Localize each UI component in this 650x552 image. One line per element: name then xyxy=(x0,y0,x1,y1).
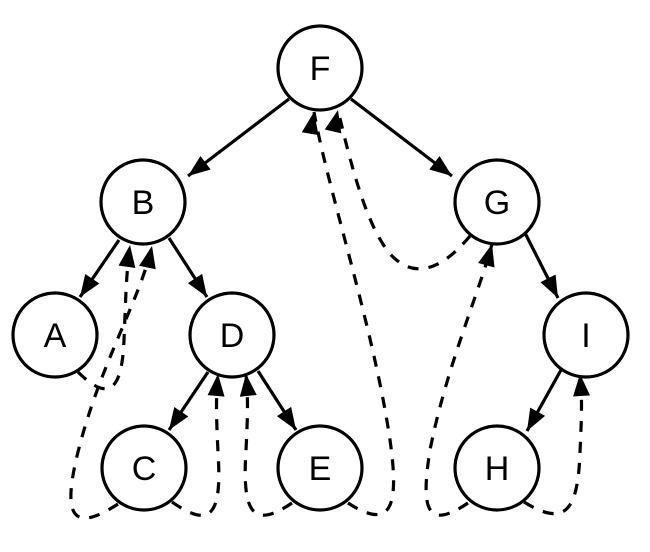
node-label: H xyxy=(485,450,510,488)
edge-f-to-b xyxy=(187,97,290,178)
node-label: I xyxy=(581,317,590,355)
arrowhead-icon xyxy=(301,112,319,136)
graph-node-d[interactable]: D xyxy=(188,291,276,379)
edge-h-to-i xyxy=(523,373,591,516)
edge-g-to-i xyxy=(523,232,560,299)
graph-node-f[interactable]: F xyxy=(276,24,364,112)
arrowhead-icon xyxy=(276,406,296,430)
node-circle[interactable] xyxy=(453,424,541,512)
arrowhead-icon xyxy=(118,245,136,268)
node-label: F xyxy=(310,50,331,88)
node-circle[interactable] xyxy=(99,158,187,246)
node-label: B xyxy=(132,184,155,222)
graph-node-i[interactable]: I xyxy=(542,291,630,379)
edge-e-to-d xyxy=(239,373,293,517)
edge-c-to-d xyxy=(171,373,225,517)
graph-node-b[interactable]: B xyxy=(99,158,187,246)
arrowhead-icon xyxy=(80,274,100,297)
node-circle[interactable] xyxy=(453,158,541,246)
edge-b-to-a xyxy=(78,239,121,298)
arrowhead-icon xyxy=(540,274,558,298)
edge-g-to-f xyxy=(324,109,472,271)
edge-c-to-b xyxy=(69,245,156,520)
node-label: A xyxy=(44,317,67,355)
edges-layer xyxy=(69,97,591,520)
arrowhead-icon xyxy=(188,155,211,176)
arrowhead-icon xyxy=(527,407,546,431)
graph-node-c[interactable]: C xyxy=(100,424,188,512)
graph-node-a[interactable]: A xyxy=(11,291,99,379)
edge-f-to-g xyxy=(350,97,453,178)
node-label: D xyxy=(220,317,245,355)
edge-b-to-d xyxy=(167,237,209,298)
node-circle[interactable] xyxy=(188,291,276,379)
edge-d-to-e xyxy=(256,370,298,431)
arrowhead-icon xyxy=(478,244,495,268)
arrowhead-icon xyxy=(324,110,342,134)
arrowhead-icon xyxy=(239,374,257,397)
nodes-layer: F B G A D I C E H xyxy=(11,24,630,512)
arrowhead-icon xyxy=(169,407,189,430)
node-circle[interactable] xyxy=(100,424,188,512)
arrowhead-icon xyxy=(139,246,156,270)
edge-a-to-b xyxy=(76,244,136,391)
node-label: E xyxy=(309,450,332,488)
node-circle[interactable] xyxy=(11,291,99,379)
arrowhead-icon xyxy=(573,374,591,397)
arrowhead-icon xyxy=(207,374,225,397)
edge-i-to-h xyxy=(525,369,563,432)
node-label: G xyxy=(484,184,510,222)
graph-node-g[interactable]: G xyxy=(453,158,541,246)
node-circle[interactable] xyxy=(542,291,630,379)
node-circle[interactable] xyxy=(276,24,364,112)
arrowhead-icon xyxy=(187,273,207,297)
edge-h-to-g xyxy=(424,243,495,517)
node-label: C xyxy=(132,450,157,488)
graph-node-e[interactable]: E xyxy=(276,424,364,512)
node-circle[interactable] xyxy=(276,424,364,512)
edge-e-to-f xyxy=(301,111,396,516)
arrowhead-icon xyxy=(429,155,452,176)
edge-d-to-c xyxy=(167,371,210,431)
graph-node-h[interactable]: H xyxy=(453,424,541,512)
